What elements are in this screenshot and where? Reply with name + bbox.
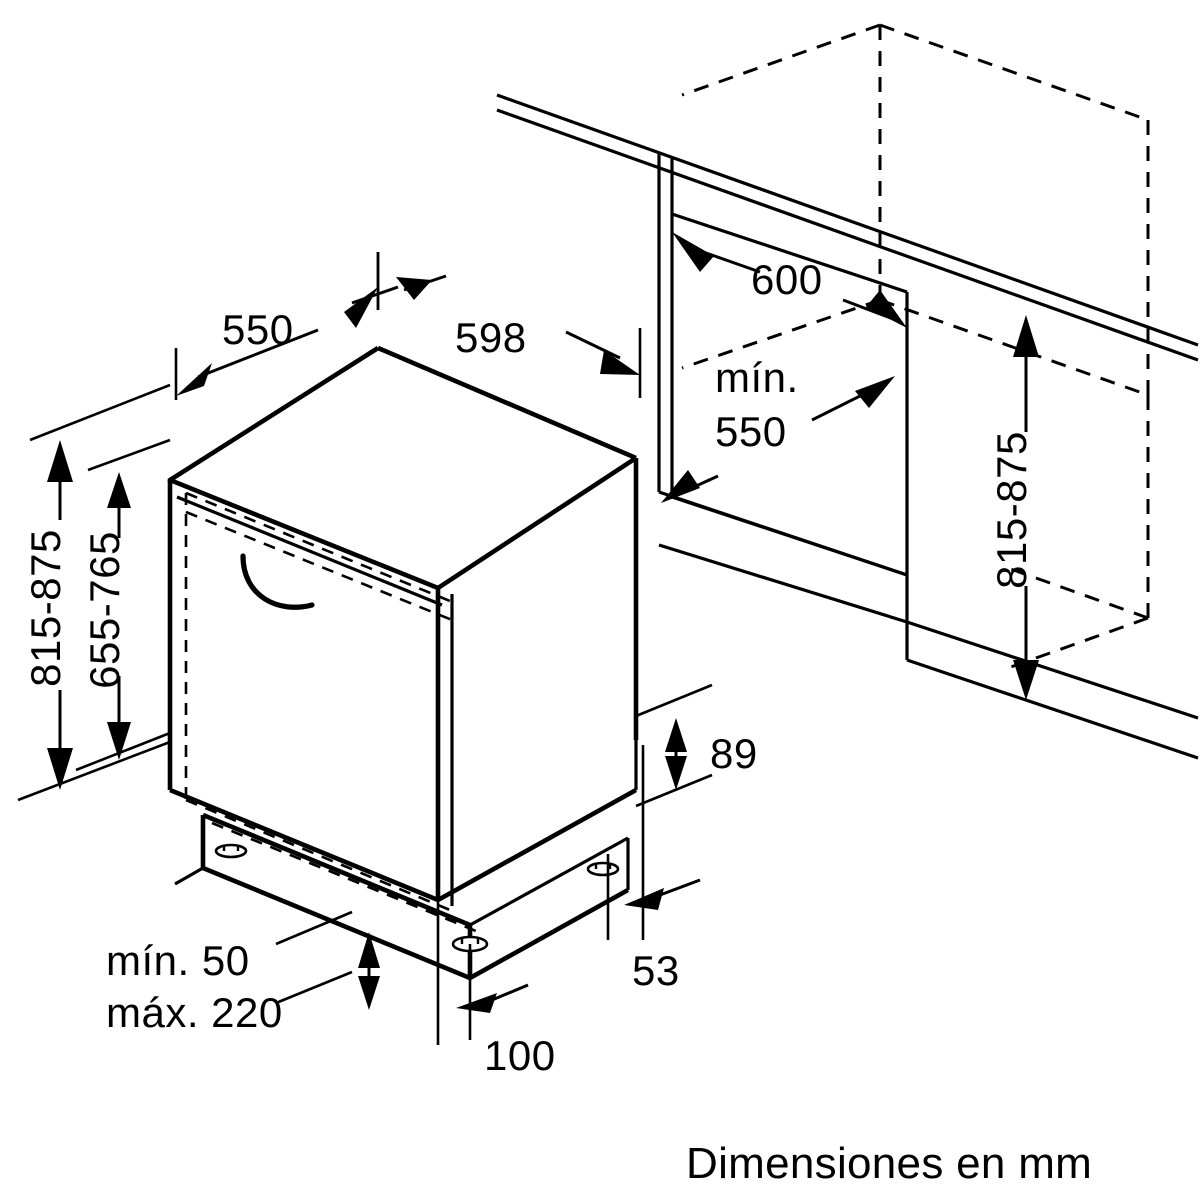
arrow-89-down <box>665 756 687 790</box>
foot-right <box>586 861 620 877</box>
label-815-875-right: 815-875 <box>988 431 1035 589</box>
dim-89 <box>635 683 713 855</box>
dim-hose-height <box>275 910 380 1010</box>
arrow-right-down <box>1013 660 1039 700</box>
dim-min-550 <box>661 376 895 503</box>
arrow-600-right <box>866 290 907 328</box>
label-600: 600 <box>751 256 823 303</box>
niche-floor-lines <box>658 490 908 624</box>
label-655-765: 655-765 <box>81 531 128 689</box>
label-815-875-left: 815-875 <box>22 529 69 687</box>
dim-815-875-left <box>17 383 171 802</box>
label-min-50: mín. 50 <box>106 937 250 984</box>
label-min-word: mín. <box>715 354 799 401</box>
arrow-left-inner-up <box>107 472 131 508</box>
foot-left <box>214 843 248 859</box>
arrow-100-left <box>456 993 497 1013</box>
arrow-left-outer-down <box>47 748 73 790</box>
niche-hidden-outline <box>681 23 1150 670</box>
label-53: 53 <box>632 947 680 994</box>
arrow-550-left <box>176 363 212 396</box>
arrow-600-left <box>672 232 714 272</box>
label-550-top: 550 <box>222 306 294 353</box>
dim-598 <box>376 252 642 398</box>
label-100: 100 <box>484 1032 556 1079</box>
dim-600 <box>672 232 907 328</box>
arrow-hose-down <box>358 976 380 1010</box>
worktop-slab <box>496 93 1199 497</box>
arrow-hose-up <box>358 932 380 968</box>
dishwasher-body <box>167 345 639 912</box>
cabinet-side-panel <box>671 212 1199 760</box>
arrow-53-right <box>624 888 664 910</box>
base-plinth <box>174 812 630 981</box>
arrow-550-right <box>344 287 378 328</box>
arrow-598-right <box>600 350 640 375</box>
units-note: Dimensiones en mm <box>686 1139 1092 1188</box>
arrow-598-left <box>396 277 432 300</box>
dim-100 <box>436 900 529 1045</box>
adjustable-feet <box>214 843 620 953</box>
arrow-min550-down <box>661 470 700 503</box>
dim-53 <box>606 854 701 940</box>
arrow-right-up <box>1013 315 1039 357</box>
label-min-550: 550 <box>715 408 787 455</box>
arrow-min550-up <box>855 376 895 408</box>
dim-655-765 <box>75 438 171 772</box>
arrow-89-up <box>665 718 687 752</box>
label-598: 598 <box>455 314 527 361</box>
arrow-left-outer-up <box>47 440 73 482</box>
arrow-left-inner-down <box>107 722 131 760</box>
label-89: 89 <box>710 730 758 777</box>
dim-815-875-right <box>1013 315 1039 700</box>
label-max-220: máx. 220 <box>106 989 283 1036</box>
